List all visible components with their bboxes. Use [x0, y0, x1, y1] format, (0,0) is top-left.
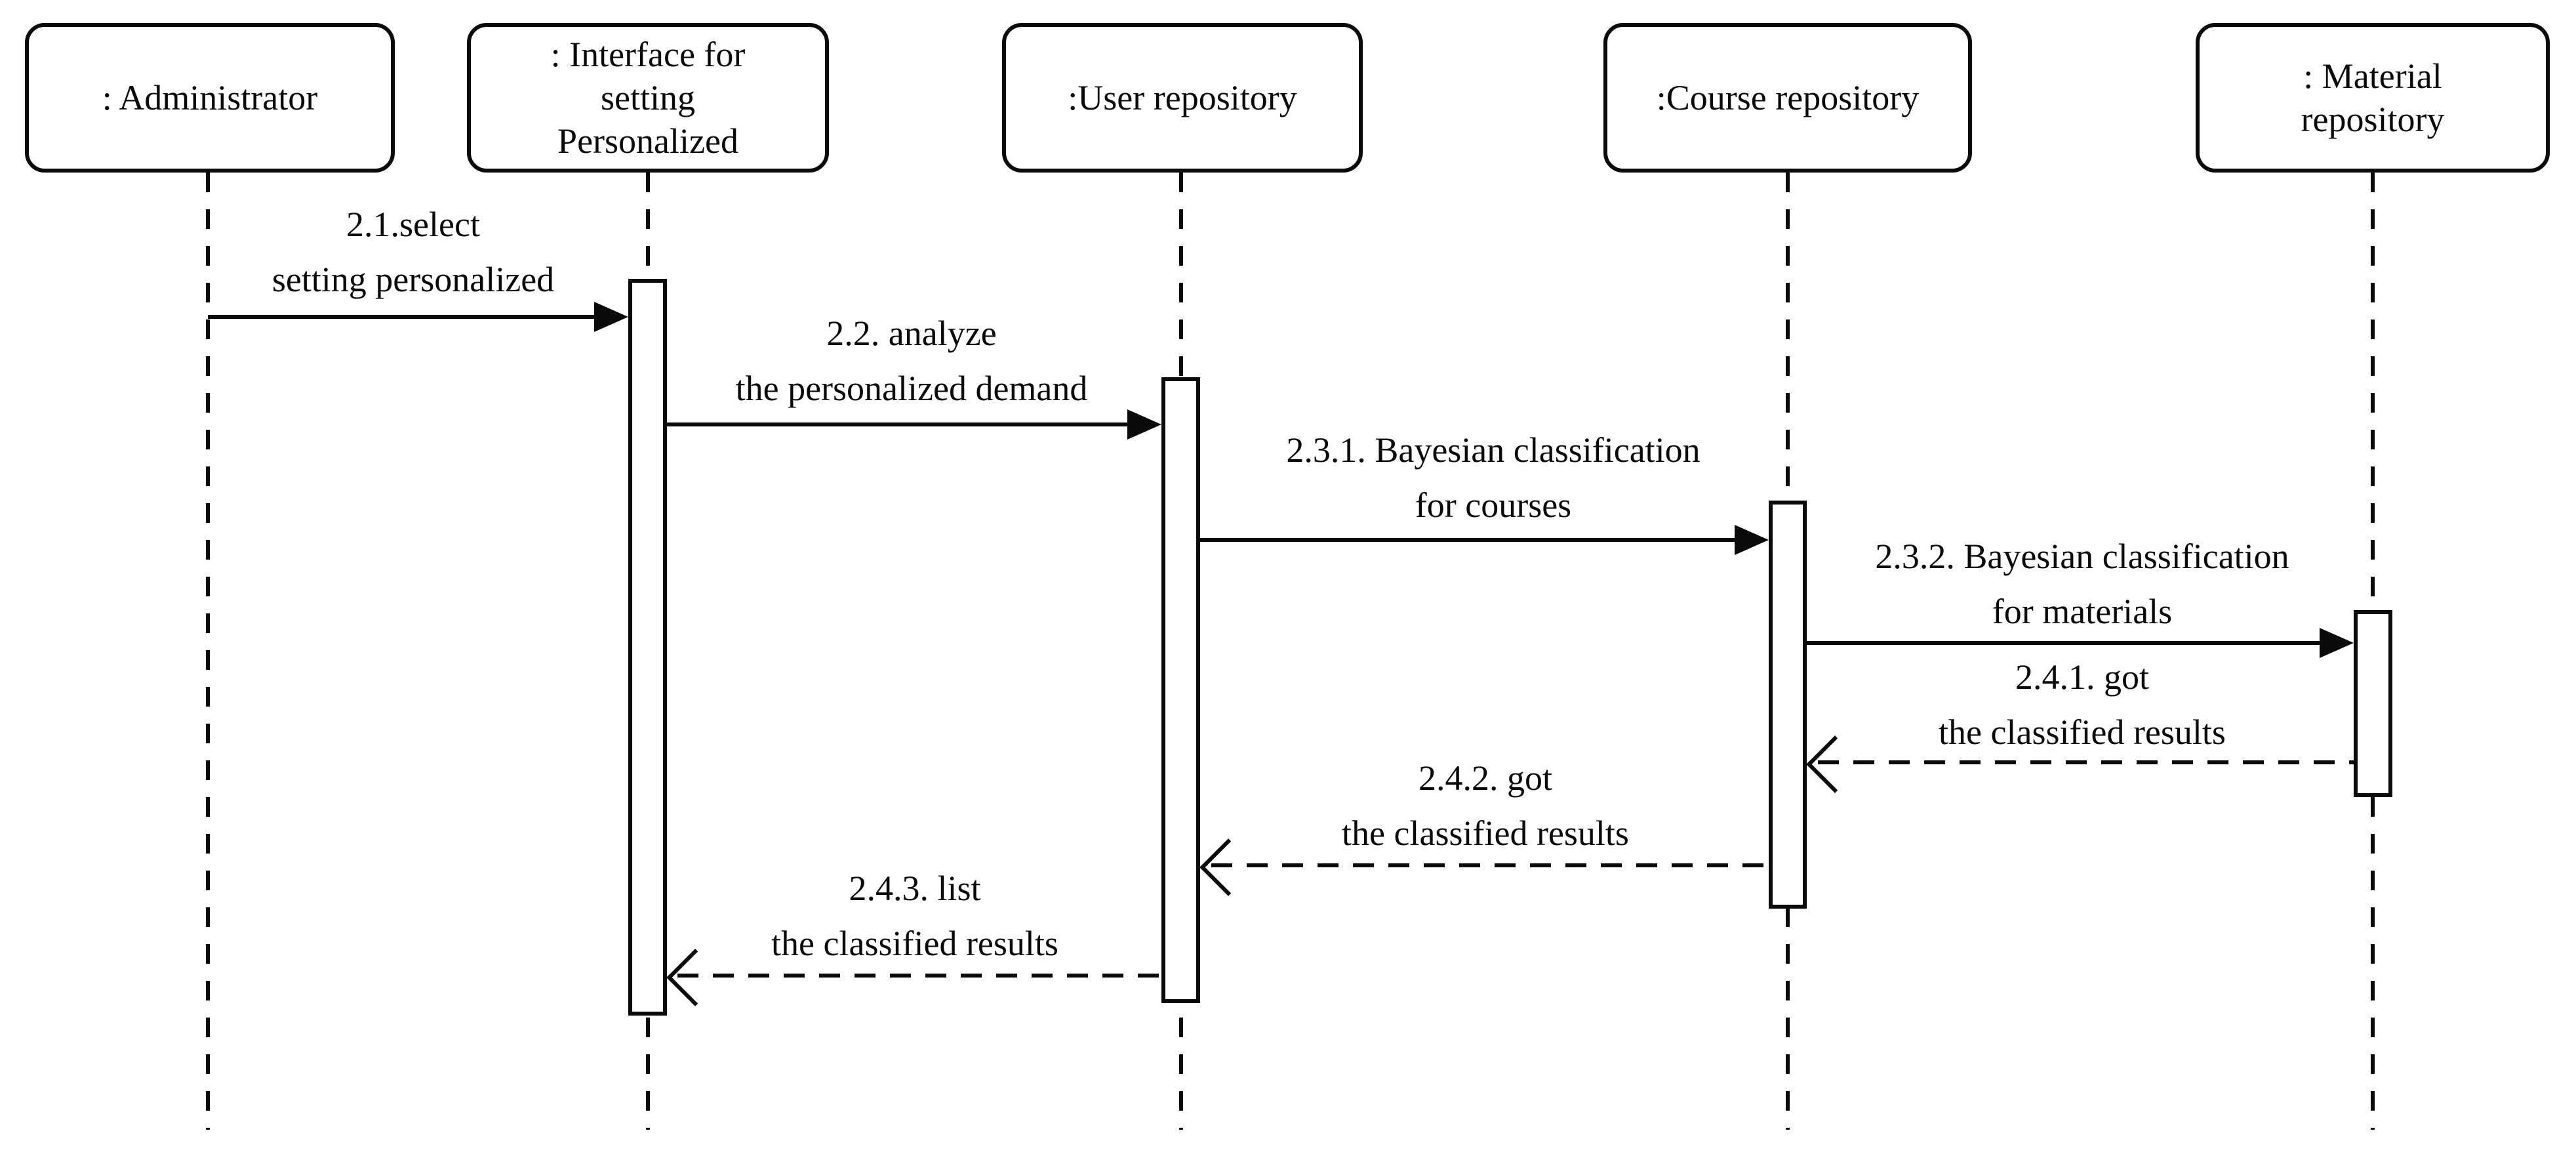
message-line-2-4-2 [1211, 863, 1769, 867]
actor-box-material-repository: : Material repository [2196, 23, 2550, 173]
message-arrowhead-2-3-2 [2320, 628, 2354, 658]
message-label-2-4-2: 2.4.2. got the classified results [1342, 758, 1629, 853]
actor-label-course-repository: :Course repository [1656, 78, 1920, 117]
actor-box-user-repository: :User repository [1002, 23, 1363, 173]
actor-box-administrator: : Administrator [25, 23, 395, 173]
message-arrowhead-2-2 [1127, 409, 1161, 440]
message-line-2-2 [667, 422, 1127, 426]
message-open-arrowhead-2-4-1 [1806, 735, 1864, 793]
message-label-2-1: 2.1.select setting personalized [272, 205, 555, 299]
activation-bar-course-repository [1769, 501, 1807, 909]
actor-label-administrator: : Administrator [102, 78, 318, 117]
actor-label-interface-for-setting-personalized: : Interface for setting Personalized [550, 35, 746, 161]
actor-label-material-repository: : Material repository [2301, 56, 2445, 139]
message-arrowhead-2-1 [594, 302, 628, 332]
message-line-2-1 [208, 315, 594, 319]
actor-label-user-repository: :User repository [1068, 78, 1297, 117]
message-line-2-4-3 [677, 974, 1161, 978]
message-arrowhead-2-3-1 [1735, 525, 1769, 555]
message-line-2-3-1 [1200, 538, 1735, 542]
activation-bar-user-repository [1161, 377, 1200, 1003]
actor-box-interface-for-setting-personalized: : Interface for setting Personalized [467, 23, 829, 173]
message-label-2-2: 2.2. analyze the personalized demand [735, 314, 1088, 408]
activation-bar-interface [628, 279, 667, 1016]
message-label-2-3-1: 2.3.1. Bayesian classification for cours… [1286, 430, 1701, 525]
message-open-arrowhead-2-4-2 [1199, 838, 1257, 896]
message-label-2-4-1: 2.4.1. got the classified results [1939, 657, 2226, 752]
message-open-arrowhead-2-4-3 [666, 949, 724, 1006]
message-line-2-4-1 [1818, 760, 2354, 764]
actor-box-course-repository: :Course repository [1603, 23, 1972, 173]
message-line-2-3-2 [1807, 641, 2320, 645]
message-label-2-3-2: 2.3.2. Bayesian classification for mater… [1875, 537, 2289, 631]
activation-bar-material-repository [2354, 610, 2392, 797]
message-label-2-4-3: 2.4.3. list the classified results [771, 869, 1058, 963]
lifeline-administrator [206, 173, 210, 1130]
